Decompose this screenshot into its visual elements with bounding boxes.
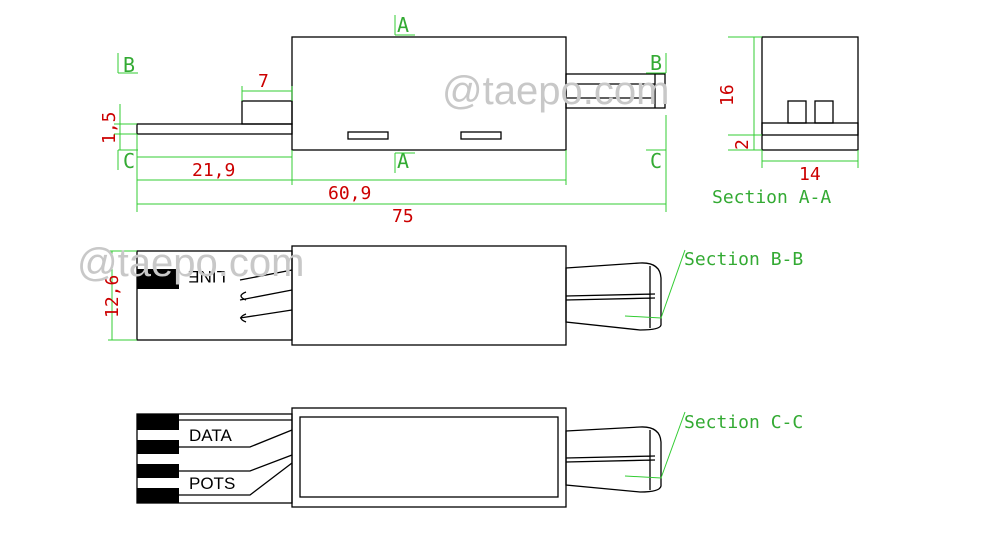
dim-1-5: 1,5 (99, 111, 120, 144)
top-view: A A B B C C 7 1,5 21,9 60,9 75 (99, 13, 667, 227)
bb-contact-pad (137, 269, 179, 289)
section-b-b-view: LINE 12,6 Section B-B (102, 245, 803, 346)
section-mark-c-right: C (650, 149, 662, 173)
cc-contact-pad-4 (137, 488, 179, 503)
dim-21-9: 21,9 (192, 160, 235, 181)
dim-75: 75 (392, 206, 414, 227)
pcb-label-line: LINE (188, 267, 226, 286)
aa-body (761, 36, 859, 151)
top-boss (241, 100, 293, 125)
pcb-label-data: DATA (189, 426, 232, 445)
section-mark-a-top: A (397, 13, 409, 37)
section-mark-a-bottom: A (397, 149, 409, 173)
dim-16: 16 (717, 84, 738, 106)
top-pcb (136, 123, 293, 135)
aa-pcb (761, 122, 859, 136)
cc-contact-pad-3 (137, 464, 179, 478)
bb-latch-lines (239, 269, 293, 323)
watermark-top: @taepo.com (442, 69, 669, 113)
dim-60-9: 60,9 (328, 183, 371, 204)
cc-plug (565, 426, 662, 493)
cc-body (291, 407, 567, 508)
aa-pin-1 (787, 100, 807, 124)
cc-traces (179, 419, 293, 496)
bb-plug (565, 262, 662, 331)
section-mark-c-left: C (123, 149, 135, 173)
section-mark-b-right: B (650, 51, 662, 75)
dim-14: 14 (799, 164, 821, 185)
top-plug (565, 73, 666, 109)
section-mark-b-left: B (123, 53, 135, 77)
section-c-c-title: Section C-C (684, 412, 803, 433)
dim-2: 2 (732, 139, 753, 150)
bb-body (291, 245, 567, 346)
cc-contact-pad-2 (137, 440, 179, 454)
pcb-label-pots: POTS (189, 474, 235, 493)
section-b-b-title: Section B-B (684, 249, 803, 270)
section-a-a-view: 16 2 14 Section A-A (712, 36, 859, 208)
section-a-a-title: Section A-A (712, 187, 831, 208)
dim-12-6: 12,6 (102, 275, 123, 318)
top-slot-1 (347, 131, 389, 140)
aa-pin-2 (814, 100, 834, 124)
top-slot-2 (460, 131, 502, 140)
section-c-c-view: DATA POTS Section C-C (136, 407, 803, 508)
watermark-middle: @taepo.com (77, 241, 304, 285)
dim-7: 7 (258, 71, 269, 92)
cc-contact-pad-1 (137, 414, 179, 430)
